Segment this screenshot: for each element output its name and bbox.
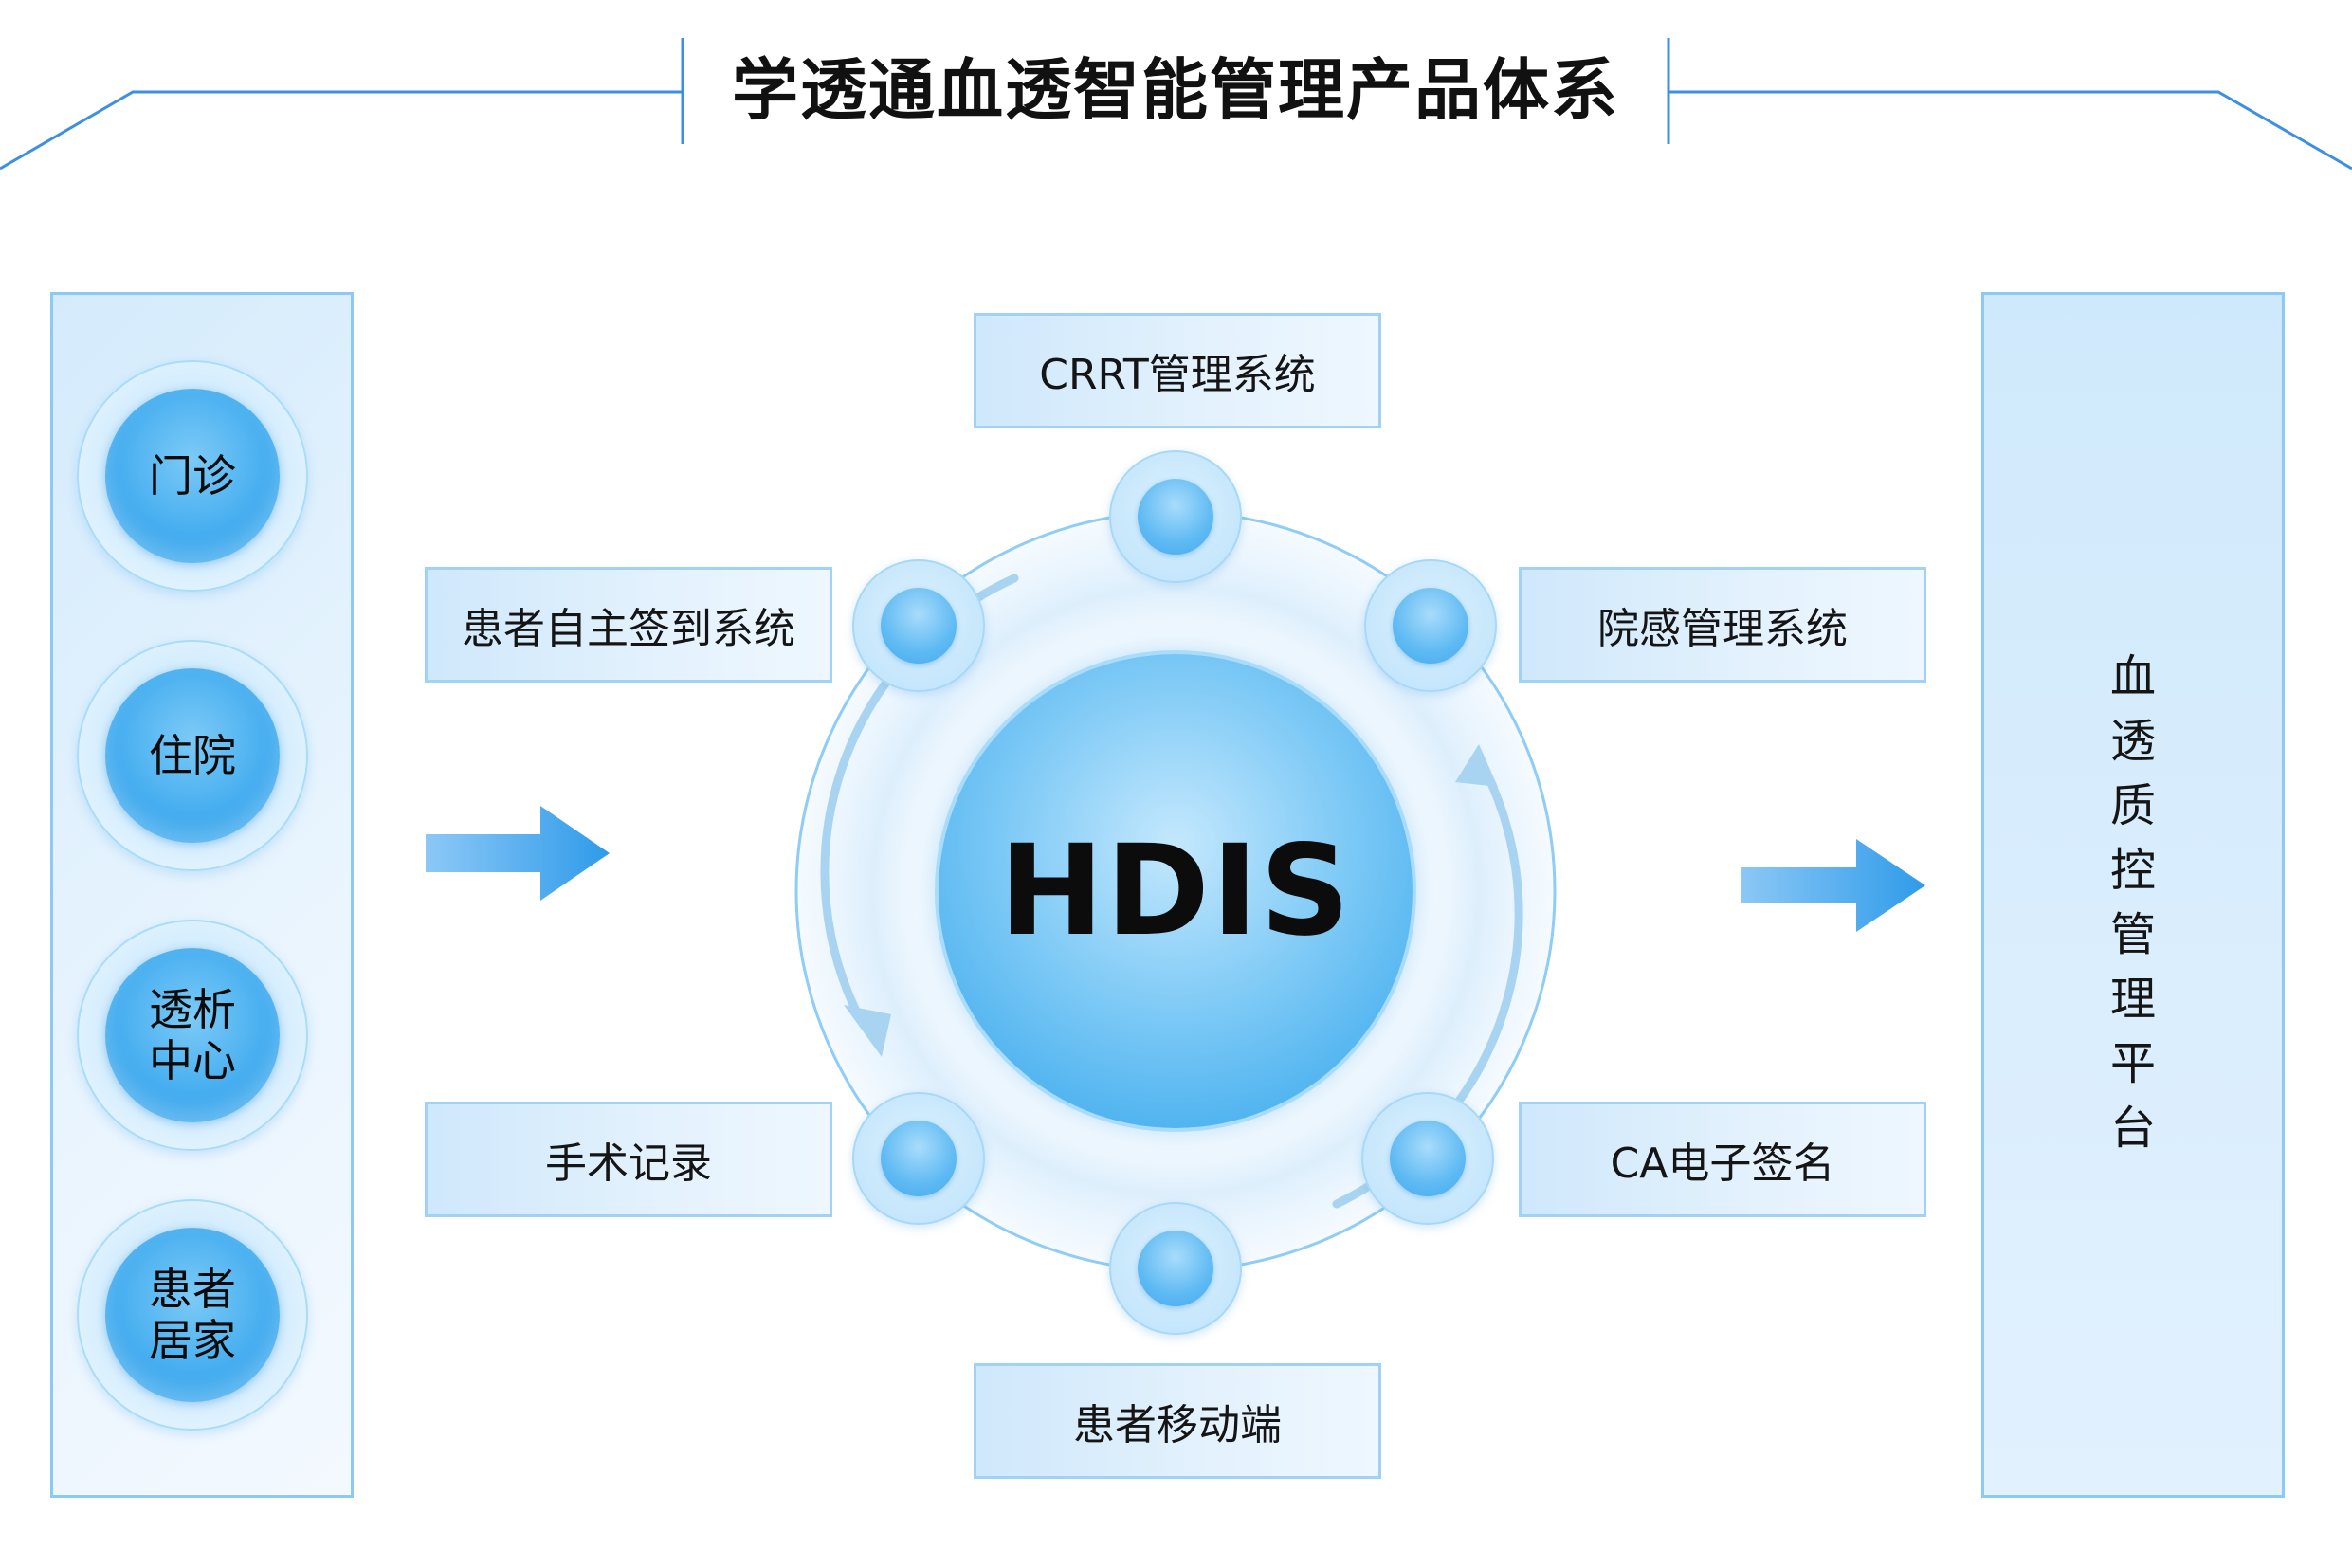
module-infection-control: 院感管理系统 [1519, 567, 1926, 683]
cycle-arrow-head-left [844, 1005, 891, 1057]
orbit-node-lower-right [1361, 1092, 1494, 1225]
header-frame [0, 38, 2352, 171]
entry-home: 患者 居家 [77, 1199, 308, 1431]
entry-inpatient: 住院 [77, 640, 308, 871]
platform-panel [1981, 292, 2285, 1498]
left-flow-arrow [426, 806, 610, 901]
module-ca-signature: CA电子签名 [1519, 1102, 1926, 1217]
entry-label: 患者 居家 [149, 1264, 236, 1366]
page-title: 学透通血透智能管理产品体系 [732, 51, 1619, 129]
module-surgery-record: 手术记录 [425, 1102, 832, 1217]
hdis-label: HDIS [998, 818, 1353, 964]
module-self-checkin: 患者自主签到系统 [425, 567, 832, 683]
orbit-node-bottom [1109, 1202, 1242, 1335]
platform-label: 血 透 质 控 管 理 平 台 [2109, 650, 2156, 1155]
entry-label: 透析 中心 [149, 984, 236, 1086]
hdis-center-sphere: HDIS [939, 654, 1413, 1128]
right-flow-arrow [1741, 839, 1925, 932]
orbit-node-top [1109, 450, 1242, 583]
orbit-node-lower-left [852, 1092, 985, 1225]
entry-dialysis-center: 透析 中心 [77, 920, 308, 1151]
entry-label: 门诊 [149, 450, 236, 501]
module-patient-mobile: 患者移动端 [974, 1363, 1381, 1479]
module-crrt: CRRT管理系统 [974, 313, 1381, 428]
orbit-node-upper-left [852, 559, 985, 692]
cycle-arrow-head-right [1455, 744, 1498, 787]
entry-label: 住院 [149, 730, 236, 781]
orbit-node-upper-right [1364, 559, 1497, 692]
entry-outpatient: 门诊 [77, 360, 308, 592]
